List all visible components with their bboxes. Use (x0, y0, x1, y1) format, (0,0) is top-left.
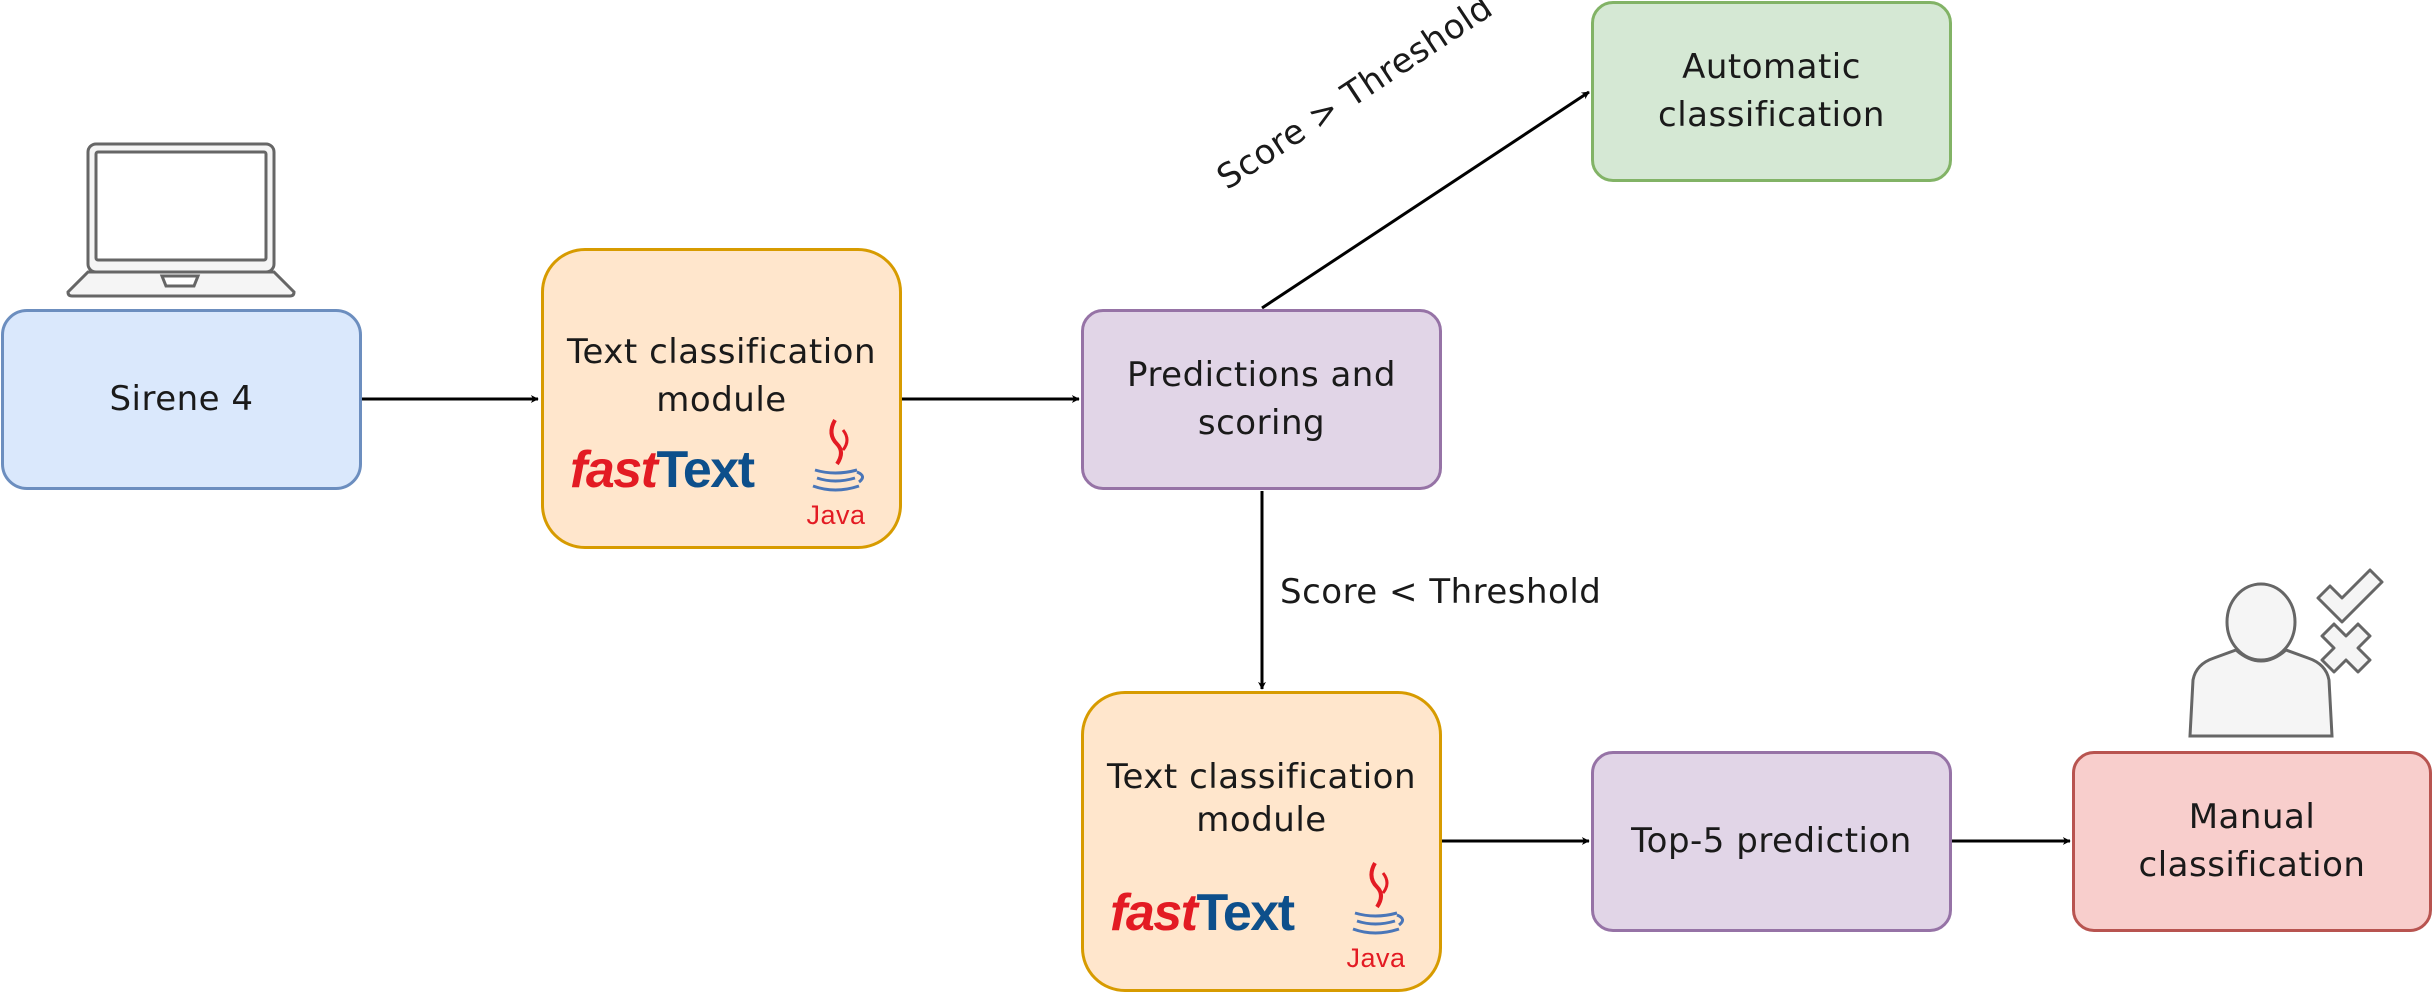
svg-text:Java: Java (806, 500, 866, 530)
module2-title: Text classification module (1107, 757, 1416, 840)
edge-predictions-to-auto (1261, 90, 1590, 310)
check-icon (2316, 568, 2384, 624)
node-top5-label: Top-5 prediction (1631, 820, 1912, 861)
module1-title: Text classification module (567, 332, 876, 420)
node-manual-classification: Manual classification (2072, 751, 2432, 932)
fasttext-logo: fastText (1110, 884, 1295, 942)
node-sirene4-label: Sirene 4 (109, 378, 254, 419)
node-sirene4: Sirene 4 (1, 309, 362, 490)
node-automatic-classification: Automatic classification (1591, 1, 1952, 182)
fasttext-logo: fastText (570, 441, 755, 499)
node-manual-label: Manual classification (2138, 796, 2366, 885)
cross-icon (2320, 622, 2372, 674)
node-auto-label: Automatic classification (1658, 46, 1885, 135)
svg-text:Java: Java (1346, 943, 1406, 973)
node-text-classification-module-1: Text classification module fastText Java (541, 248, 902, 549)
edges (362, 90, 2071, 845)
java-logo: Java (806, 419, 866, 530)
node-text-classification-module-2: Text classification module fastText Java (1081, 691, 1442, 992)
node-predictions-scoring: Predictions and scoring (1081, 309, 1442, 490)
laptop-icon (66, 142, 296, 298)
person-icon (2188, 582, 2334, 738)
node-predictions-label: Predictions and scoring (1127, 354, 1396, 443)
node-top5-prediction: Top-5 prediction (1591, 751, 1952, 932)
java-logo: Java (1346, 862, 1406, 973)
edge-label-below-threshold: Score < Threshold (1280, 572, 1602, 612)
